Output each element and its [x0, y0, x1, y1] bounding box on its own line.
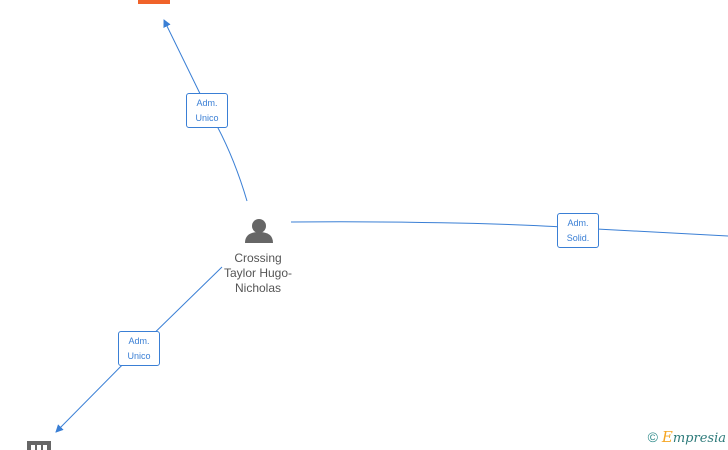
edge-label-right-line2: Solid. — [566, 233, 590, 243]
person-name-line3: Nicholas — [234, 281, 282, 295]
edge-label-bottom-line2: Unico — [127, 351, 151, 361]
person-name-line2: Taylor Hugo- — [223, 266, 293, 280]
person-icon[interactable] — [245, 219, 273, 243]
empresia-logo: Empresia — [662, 428, 726, 446]
edge-label-top-line1: Adm. — [196, 98, 218, 108]
top-company-building-icon[interactable] — [138, 0, 170, 4]
edge-label-top-line2: Unico — [195, 113, 219, 123]
brand-initial: E — [661, 428, 673, 446]
edge-label-top[interactable]: Adm. Unico — [186, 93, 228, 128]
person-name[interactable]: Crossing Taylor Hugo- Nicholas — [213, 251, 303, 296]
edge-to-right-company — [290, 221, 728, 237]
empresia-watermark: © Empresia — [648, 428, 726, 446]
edge-label-right[interactable]: Adm. Solid. — [557, 213, 599, 248]
copyright-symbol: © — [647, 429, 658, 445]
brand-rest: mpresia — [672, 431, 726, 446]
edge-label-bottom[interactable]: Adm. Unico — [118, 331, 160, 366]
bottom-company-building-icon[interactable] — [27, 441, 51, 450]
person-name-line1: Crossing — [234, 251, 282, 265]
edge-label-right-line1: Adm. — [567, 218, 589, 228]
edge-label-bottom-line1: Adm. — [128, 336, 150, 346]
